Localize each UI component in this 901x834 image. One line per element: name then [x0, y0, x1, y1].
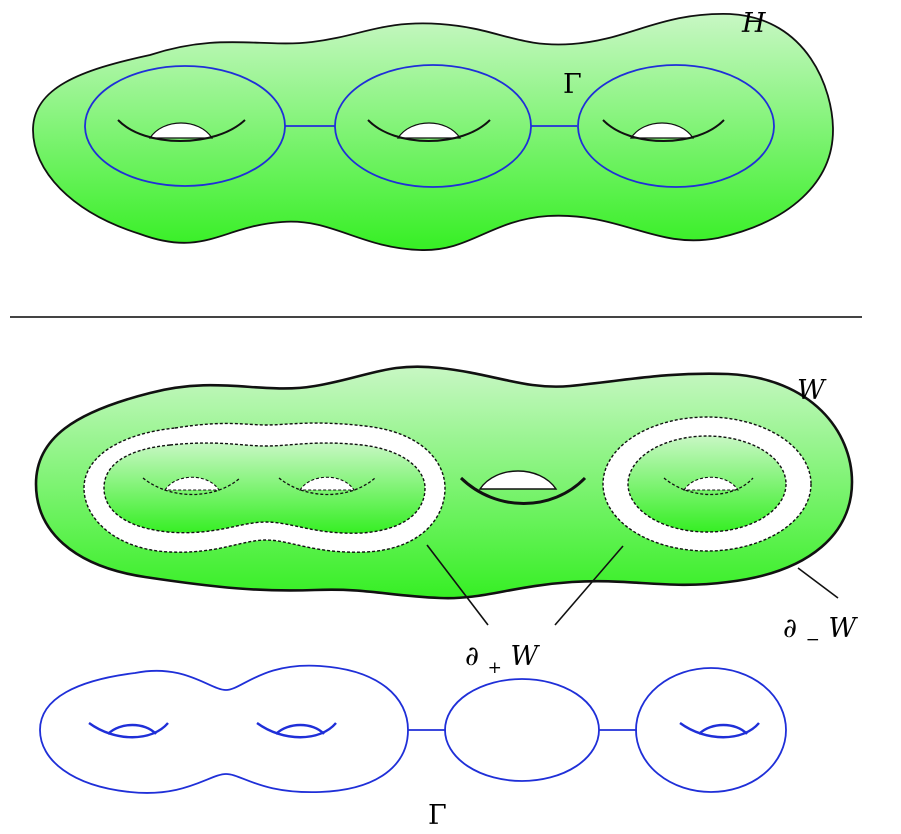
graph-right-loop [635, 667, 787, 793]
label-gamma-top: Γ [563, 69, 582, 100]
partial-minus-symbol: ∂ [783, 613, 797, 644]
leader-plus-right [554, 545, 624, 626]
annulus-left-inner [103, 442, 426, 534]
partial-plus-subscript: + [488, 658, 502, 678]
label-gamma-bottom: Γ [428, 800, 447, 831]
label-W: W [797, 375, 827, 406]
inner-hole-1 [142, 476, 241, 496]
inner-hole-3 [663, 476, 754, 496]
graph-hole-2 [256, 722, 337, 739]
graph-loop-3 [577, 64, 775, 188]
partial-minus-letter: W [828, 613, 858, 644]
handlebody-H: H Γ [32, 8, 834, 251]
graph-gamma-bottom [39, 664, 787, 794]
genus-hole-2 [367, 119, 491, 142]
label-partial-plus-W: ∂ + W [465, 641, 540, 680]
label-H: H [741, 8, 766, 39]
graph-middle-loop [444, 678, 600, 782]
genus-hole-1 [117, 119, 246, 142]
graph-hole-3 [679, 722, 760, 739]
positive-boundary-left [83, 422, 446, 553]
cobordism-W: W ∂ + W ∂ − W [34, 365, 858, 680]
leader-plus-left [426, 544, 489, 626]
inner-hole-2 [278, 476, 376, 496]
label-partial-minus-W: ∂ − W [783, 613, 858, 652]
graph-hole-1 [88, 722, 169, 739]
partial-minus-subscript: − [806, 630, 820, 650]
partial-plus-letter: W [510, 641, 540, 672]
central-hole [459, 470, 587, 505]
partial-plus-symbol: ∂ [465, 641, 479, 672]
genus-hole-3 [602, 119, 725, 142]
leader-minus [797, 567, 839, 599]
positive-boundary-right [602, 416, 812, 552]
spine-graph-top [84, 64, 775, 188]
graph-double-lobe [39, 664, 409, 794]
